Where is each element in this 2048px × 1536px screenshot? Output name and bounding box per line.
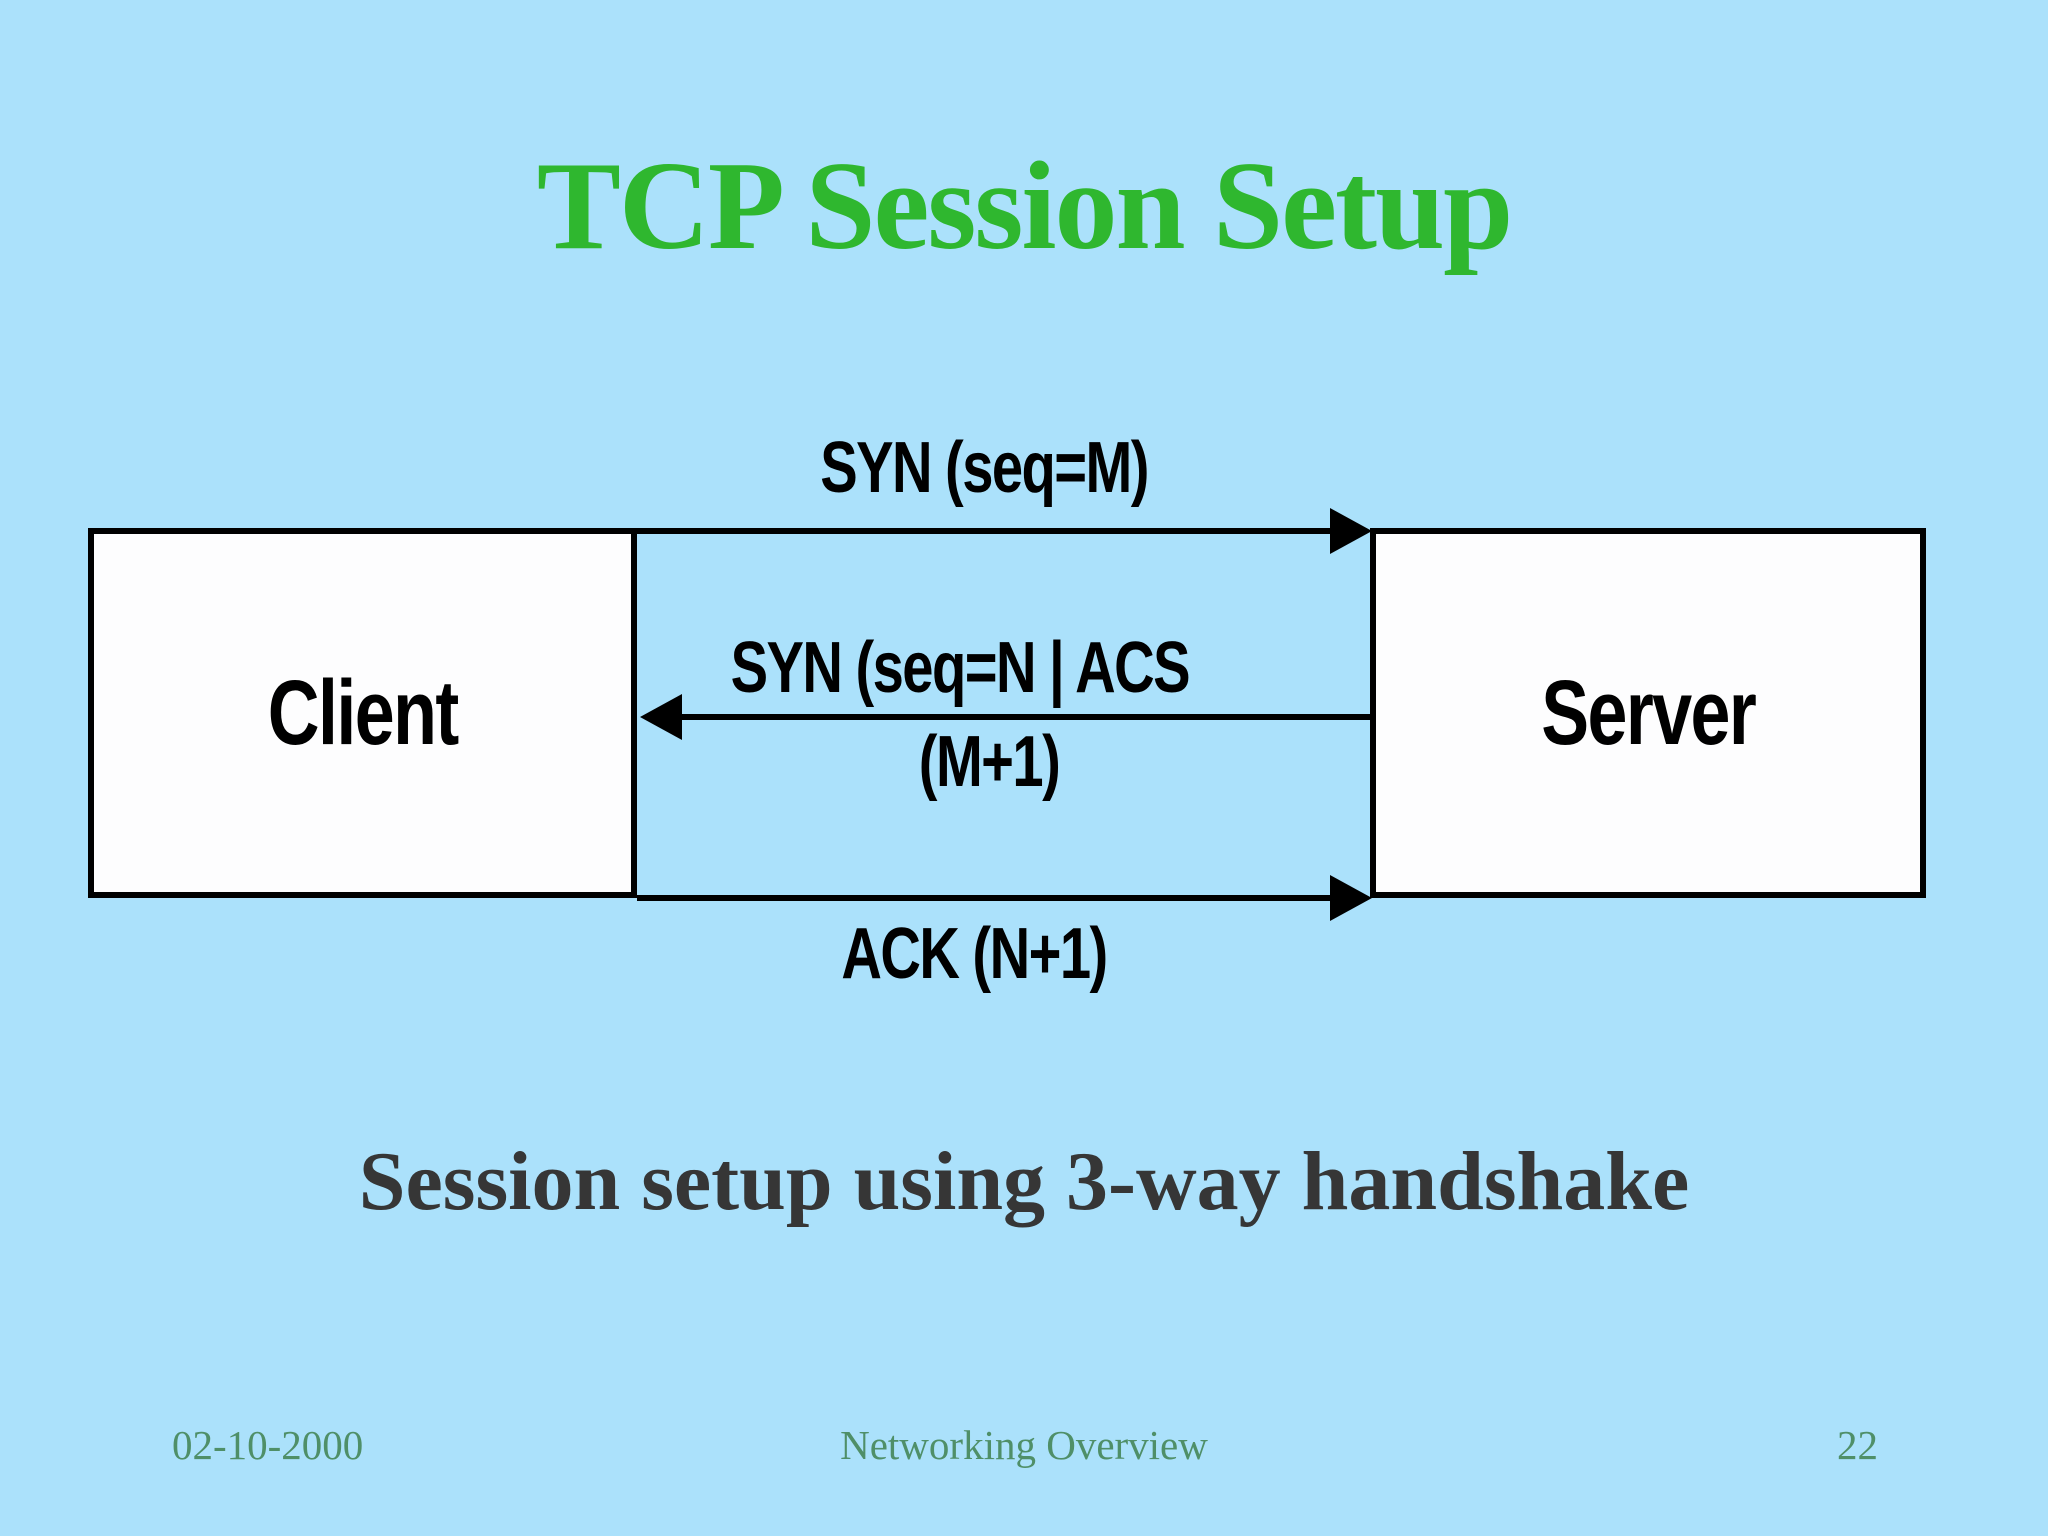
server-node: Server <box>1370 528 1926 898</box>
arrowhead-right-icon <box>1330 508 1372 554</box>
synack-message-text-line1: SYN (seq=N | ACS <box>730 628 1190 708</box>
ack-message-label: ACK (N+1) <box>607 918 1342 990</box>
syn-arrow-shaft <box>637 528 1337 534</box>
client-node-label: Client <box>267 662 460 764</box>
server-node-label: Server <box>1540 662 1757 764</box>
slide-title: TCP Session Setup <box>536 137 1513 276</box>
ack-arrow-shaft <box>637 895 1337 901</box>
synack-message-label-line2: (M+1) <box>622 726 1357 798</box>
footer-presentation-title: Networking Overview <box>840 1422 1208 1468</box>
synack-message-text-line2: (M+1) <box>919 722 1061 802</box>
ack-arrow <box>637 875 1372 921</box>
arrowhead-left-icon <box>640 694 682 740</box>
client-node: Client <box>88 528 637 898</box>
synack-arrow <box>640 694 1370 740</box>
syn-arrow <box>637 508 1372 554</box>
ack-message-text: ACK (N+1) <box>841 914 1109 994</box>
slide-caption: Session setup using 3-way handshake <box>358 1135 1690 1228</box>
arrowhead-right-icon <box>1330 875 1372 921</box>
footer-page-number: 22 <box>1837 1422 1878 1468</box>
synack-message-label-line1: SYN (seq=N | ACS <box>592 632 1327 704</box>
synack-arrow-shaft <box>676 714 1370 720</box>
footer-date: 02-10-2000 <box>172 1422 364 1468</box>
syn-message-text: SYN (seq=M) <box>820 428 1150 508</box>
syn-message-label: SYN (seq=M) <box>617 432 1352 504</box>
